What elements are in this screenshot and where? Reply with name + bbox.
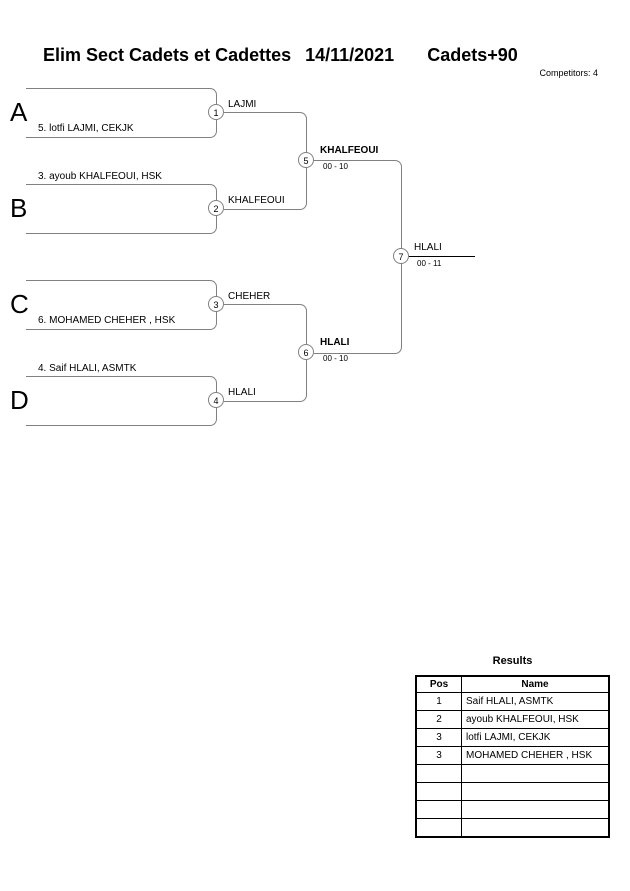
- match-5-score: 00 - 10: [323, 162, 348, 171]
- match-2-number: 2: [213, 204, 219, 214]
- match-7-number: 7: [398, 252, 404, 262]
- results-row-3-pos: 3: [415, 728, 462, 747]
- match-6-winner: HLALI: [320, 337, 350, 348]
- results-row-7: [415, 800, 610, 819]
- results-row-8-pos: [415, 818, 462, 838]
- match-4-number: 4: [213, 396, 219, 406]
- match-7-score: 00 - 11: [417, 259, 442, 268]
- results-row-5-name: [461, 764, 610, 783]
- pool-c-label: C: [10, 289, 29, 319]
- results-row-2-name: ayoub KHALFEOUI, HSK: [461, 710, 610, 729]
- match-1-number: 1: [213, 108, 219, 118]
- pool-b-label: B: [10, 193, 28, 223]
- pool-b-seed-name: 3. ayoub KHALFEOUI, HSK: [38, 171, 162, 182]
- results-row-8-name: [461, 818, 610, 838]
- results-row-4-name: MOHAMED CHEHER , HSK: [461, 746, 610, 765]
- results-row-1-name: Saif HLALI, ASMTK: [461, 692, 610, 711]
- pool-a-seed-name: 5. lotfi LAJMI, CEKJK: [38, 123, 134, 134]
- results-row-1: 1 Saif HLALI, ASMTK: [415, 692, 610, 711]
- results-header-row: Pos Name: [415, 675, 610, 693]
- title-category: Cadets+90: [427, 45, 518, 65]
- match-1-circle: 1: [208, 104, 224, 120]
- connector-final: [314, 160, 402, 354]
- results-row-5: [415, 764, 610, 783]
- match-5-circle: 5: [298, 152, 314, 168]
- champion-line: [409, 256, 475, 257]
- pool-c-seed-name: 6. MOHAMED CHEHER , HSK: [38, 315, 176, 326]
- results-row-2: 2 ayoub KHALFEOUI, HSK: [415, 710, 610, 729]
- match-7-winner: HLALI: [414, 242, 442, 253]
- title-event: Elim Sect Cadets et Cadettes: [43, 45, 292, 65]
- results-title: Results: [492, 655, 533, 667]
- match-3-winner: CHEHER: [228, 291, 271, 302]
- results-col-pos: Pos: [415, 675, 462, 693]
- results-row-4-pos: 3: [415, 746, 462, 765]
- results-table: Pos Name 1 Saif HLALI, ASMTK 2 ayoub KHA…: [415, 675, 610, 838]
- match-2-winner: KHALFEOUI: [228, 195, 285, 206]
- match-4-winner: HLALI: [228, 387, 256, 398]
- match-6-number: 6: [303, 348, 309, 358]
- pool-d-label: D: [10, 385, 29, 415]
- pool-a-label: A: [10, 97, 28, 127]
- match-6-score: 00 - 10: [323, 354, 348, 363]
- pool-d-bracket: [26, 376, 217, 426]
- pool-b-bracket: [26, 184, 217, 234]
- match-1-winner: LAJMI: [228, 99, 257, 110]
- match-7-circle: 7: [393, 248, 409, 264]
- results-row-6: [415, 782, 610, 801]
- results-row-8: [415, 818, 610, 838]
- match-6-circle: 6: [298, 344, 314, 360]
- results-row-6-name: [461, 782, 610, 801]
- competitors-count: Competitors: 4: [539, 68, 598, 78]
- results-col-name: Name: [461, 675, 610, 693]
- match-5-number: 5: [303, 156, 309, 166]
- results-row-2-pos: 2: [415, 710, 462, 729]
- match-5-winner: KHALFEOUI: [320, 145, 379, 156]
- pool-d-seed-name: 4. Saif HLALI, ASMTK: [38, 363, 137, 374]
- results-row-7-name: [461, 800, 610, 819]
- results-row-7-pos: [415, 800, 462, 819]
- results-row-1-pos: 1: [415, 692, 462, 711]
- results-row-6-pos: [415, 782, 462, 801]
- match-3-number: 3: [213, 300, 219, 310]
- results-row-3: 3 lotfi LAJMI, CEKJK: [415, 728, 610, 747]
- match-3-circle: 3: [208, 296, 224, 312]
- results-row-5-pos: [415, 764, 462, 783]
- match-4-circle: 4: [208, 392, 224, 408]
- match-2-circle: 2: [208, 200, 224, 216]
- page-title: Elim Sect Cadets et Cadettes 14/11/2021 Ca…: [43, 45, 518, 66]
- title-date: 14/11/2021: [305, 45, 395, 65]
- results-row-4: 3 MOHAMED CHEHER , HSK: [415, 746, 610, 765]
- results-row-3-name: lotfi LAJMI, CEKJK: [461, 728, 610, 747]
